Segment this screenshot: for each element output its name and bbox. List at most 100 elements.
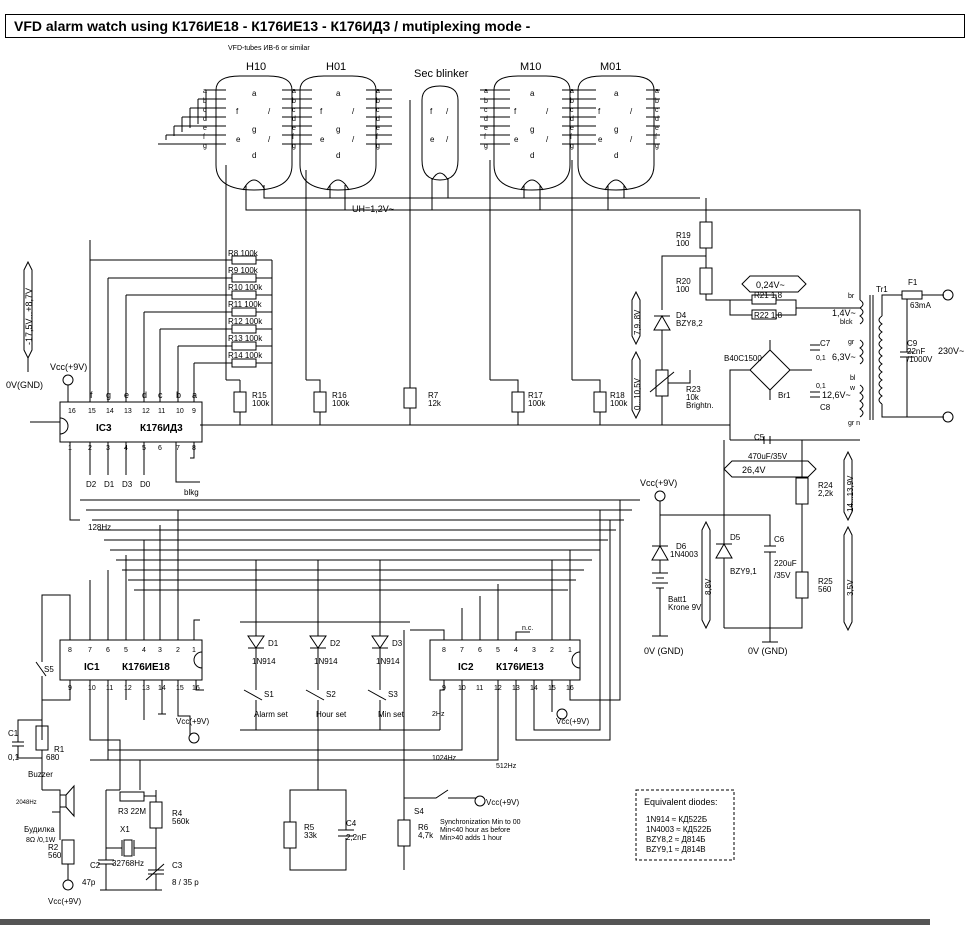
svg-text:b: b [484, 98, 488, 105]
svg-text:R20: R20 [676, 277, 691, 286]
svg-text:R6: R6 [418, 823, 429, 832]
svg-text:13: 13 [124, 408, 132, 415]
svg-text:4: 4 [142, 647, 146, 654]
svg-text:13: 13 [142, 685, 150, 692]
svg-text:1N914: 1N914 [376, 657, 400, 666]
svg-text:R21 1,8: R21 1,8 [754, 291, 783, 300]
svg-text:R10 100k: R10 100k [228, 283, 263, 292]
svg-text:Min>40 adds 1 hour: Min>40 adds 1 hour [440, 835, 503, 842]
r5-c4: R5 33k C4 2,2nF [283, 789, 367, 871]
svg-text:d: d [142, 390, 147, 400]
svg-text:d: d [484, 116, 488, 123]
bottom-scrollbar[interactable] [0, 919, 930, 925]
svg-text:C3: C3 [172, 861, 183, 870]
svg-text:R19: R19 [676, 231, 691, 240]
svg-text:D3: D3 [122, 480, 133, 489]
svg-text:d: d [203, 116, 207, 123]
svg-text:0,1: 0,1 [816, 383, 826, 390]
svg-text:g: g [292, 143, 296, 150]
svg-text:6: 6 [158, 445, 162, 452]
svg-text:2048Hz: 2048Hz [16, 800, 37, 806]
svg-text:10: 10 [176, 408, 184, 415]
svg-text:b: b [570, 98, 574, 105]
svg-text:a: a [655, 88, 659, 95]
svg-text:n.c.: n.c. [522, 625, 533, 632]
svg-text:f: f [292, 134, 294, 141]
svg-text:560k: 560k [172, 817, 190, 826]
svg-text:8: 8 [68, 647, 72, 654]
transformer: Tr1 1,4V~ 6,3V~ 12,6V~ br blck gr bl w g… [822, 278, 964, 427]
svg-text:128Hz: 128Hz [88, 523, 111, 532]
svg-text:2,2k: 2,2k [818, 489, 834, 498]
svg-text:g: g [570, 143, 574, 150]
resistor-ladder-r8-r14 [89, 240, 273, 425]
svg-text:1: 1 [192, 647, 196, 654]
svg-text:/: / [352, 135, 355, 144]
svg-text:C8: C8 [820, 403, 831, 412]
svg-text:11: 11 [106, 685, 113, 692]
svg-text:Buzzer: Buzzer [28, 770, 53, 779]
svg-text:Будилка: Будилка [24, 825, 55, 834]
ic3-pins: 16 15 14 13 12 11 10 9 1 2 3 4 5 6 7 8 f… [68, 390, 199, 532]
svg-text:f: f [655, 134, 657, 141]
svg-text:f: f [376, 134, 378, 141]
svg-text:3: 3 [158, 647, 162, 654]
filament-line: UH=1,2V~ [245, 178, 861, 300]
title-frame: VFD alarm watch using К176ИЕ18 - К176ИЕ1… [5, 14, 965, 38]
svg-text:680: 680 [46, 753, 60, 762]
svg-text:D2: D2 [86, 480, 97, 489]
svg-text:0,1: 0,1 [8, 753, 20, 762]
svg-text:blkg: blkg [184, 488, 199, 497]
svg-text:R7: R7 [428, 391, 439, 400]
svg-text:d: d [336, 151, 340, 160]
sync-switch: R6 4,7k S4 Vcc(+9V) Synchronization Min … [397, 630, 521, 870]
power-supply: C5 470uF/35V 26,4V R24 2,2k R25 560 14..… [640, 433, 860, 656]
svg-text:C9: C9 [907, 339, 918, 348]
svg-text:g: g [530, 125, 534, 134]
svg-text:f: f [203, 134, 205, 141]
svg-text:g: g [336, 125, 340, 134]
svg-text:/: / [546, 107, 549, 116]
svg-text:Batt1: Batt1 [668, 595, 687, 604]
tube-m01: M01 [577, 61, 655, 191]
svg-text:100k: 100k [332, 399, 350, 408]
svg-text:F1: F1 [908, 278, 918, 287]
svg-text:9: 9 [192, 408, 196, 415]
oscillator: R3 22M R4 560k X1 32768Hz C2 47p C3 8 / … [82, 789, 199, 891]
svg-text:D0: D0 [140, 480, 151, 489]
svg-text:g: g [614, 125, 618, 134]
svg-text:b: b [376, 98, 380, 105]
svg-text:d: d [530, 151, 534, 160]
svg-text:a: a [376, 88, 380, 95]
svg-text:/: / [446, 135, 449, 144]
svg-text:bl: bl [850, 375, 856, 382]
svg-text:R2: R2 [48, 843, 59, 852]
tubes-note: VFD-tubes ИВ-6 or similar [228, 45, 310, 52]
grid-lines [225, 100, 601, 392]
svg-text:/: / [630, 107, 633, 116]
svg-text:D5: D5 [730, 533, 741, 542]
svg-text:BZY8,2: BZY8,2 [676, 319, 703, 328]
svg-text:Alarm set: Alarm set [254, 710, 289, 719]
middle-bus [80, 499, 640, 591]
svg-text:a: a [252, 89, 257, 98]
svg-text:g: g [203, 143, 207, 150]
svg-text:f: f [484, 134, 486, 141]
svg-text:f: f [90, 390, 93, 400]
gnd-label-left: 0V(GND) [6, 380, 43, 390]
svg-text:f: f [514, 107, 517, 116]
svg-text:f: f [320, 107, 323, 116]
svg-text:8,8V: 8,8V [704, 578, 713, 595]
svg-text:X1: X1 [120, 825, 130, 834]
brightness-control: R19 100 R20 100 D4 BZY8,2 R23 10k Bright… [631, 198, 730, 425]
svg-text:Synchronization Min to 00: Synchronization Min to 00 [440, 819, 521, 826]
segment-bus [90, 89, 660, 364]
ic2-name: IC2 [458, 662, 474, 673]
svg-text:26,4V: 26,4V [742, 465, 766, 475]
svg-text:C7: C7 [820, 339, 831, 348]
svg-text:1N914: 1N914 [314, 657, 338, 666]
svg-text:R18: R18 [610, 391, 625, 400]
svg-text:100: 100 [676, 285, 690, 294]
svg-text:/1000V: /1000V [907, 355, 933, 364]
svg-text:47p: 47p [82, 878, 96, 887]
